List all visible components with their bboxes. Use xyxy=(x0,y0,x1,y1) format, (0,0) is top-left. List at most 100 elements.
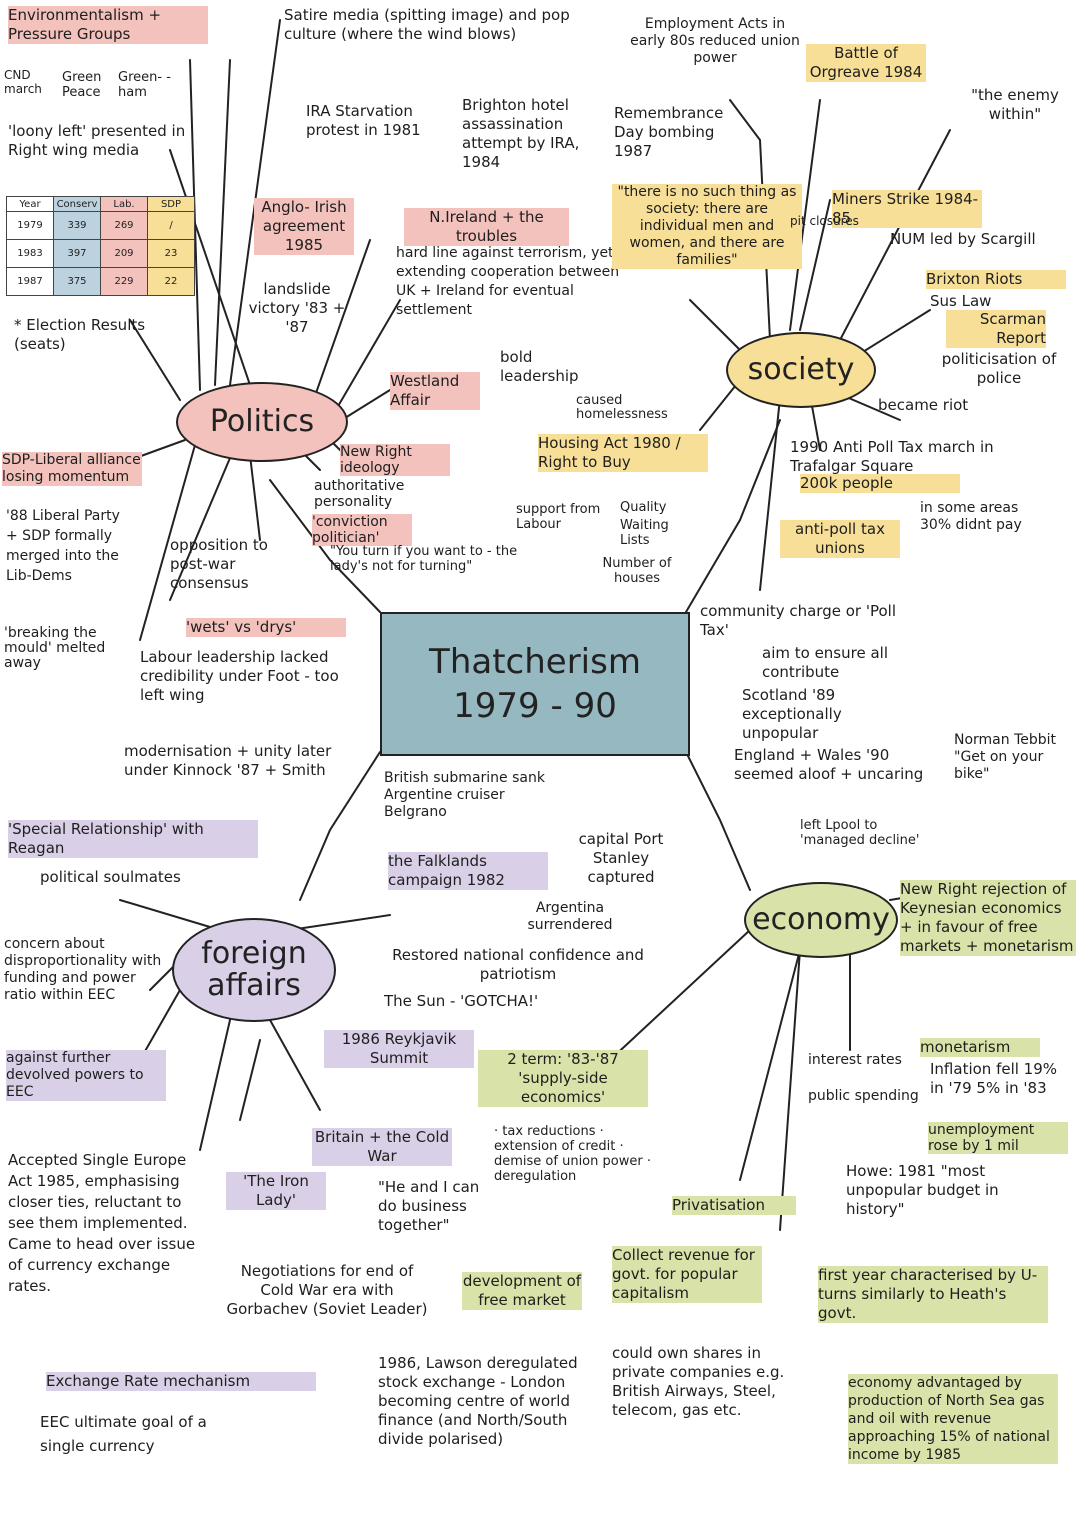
note-gotcha: The Sun - 'GOTCHA!' xyxy=(384,992,539,1010)
note-waiting-lists: Waiting Lists xyxy=(620,518,669,548)
note-n-ireland-detail: hard line against terrorism, yet extendi… xyxy=(396,245,620,318)
note-falklands: the Falklands campaign 1982 xyxy=(388,852,548,890)
note-num: NUM led by Scargill xyxy=(890,230,1036,248)
note-second-term: 2 term: '83-'87 'supply-side economics' xyxy=(478,1050,648,1107)
note-iron-lady: 'The Iron Lady' xyxy=(226,1172,326,1210)
link-central-foreign xyxy=(299,751,381,901)
note-sdp-liberal: SDP-Liberal alliance losing momentum xyxy=(2,452,142,486)
note-miners-strike: Miners Strike 1984-85 xyxy=(832,190,982,228)
note-community-charge: community charge or 'Poll Tax' xyxy=(700,602,896,639)
note-new-right-econ: New Right rejection of Keynesian economi… xyxy=(900,880,1076,956)
note-negotiations: Negotiations for end of Cold War era wit… xyxy=(226,1262,428,1318)
table-cell: 229 xyxy=(100,267,148,296)
note-howe: Howe: 1981 "most unpopular budget in his… xyxy=(846,1162,999,1218)
link-central-society xyxy=(685,419,781,613)
note-unemployment: unemployment rose by 1 mil xyxy=(928,1122,1068,1154)
note-not-for-turning: "You turn if you want to - the lady's no… xyxy=(330,544,518,574)
link-central-economy xyxy=(685,751,751,891)
note-public-spending: public spending xyxy=(808,1088,919,1104)
note-green-peace: Green Peace xyxy=(62,70,102,100)
note-labour-leadership: Labour leadership lacked credibility und… xyxy=(140,648,339,704)
note-30pct: in some areas 30% didnt pay xyxy=(920,500,1022,533)
note-landslide: landslide victory '83 + '87 xyxy=(248,280,346,336)
table-header-row: Year Conserv Lab. SDP xyxy=(6,196,195,212)
note-business: "He and I can do business together" xyxy=(378,1178,480,1234)
note-aim: aim to ensure all contribute xyxy=(762,644,888,681)
note-enemy-within: "the enemy within" xyxy=(971,86,1059,123)
table-cell: 397 xyxy=(53,239,101,268)
election-caption: * Election Results (seats) xyxy=(14,316,146,353)
note-collect-revenue: Collect revenue for govt. for popular ca… xyxy=(612,1246,762,1303)
link-central-politics xyxy=(269,479,381,613)
note-modernisation: modernisation + unity later under Kinnoc… xyxy=(124,742,332,779)
note-u-turns: first year characterised by U-turns simi… xyxy=(818,1266,1048,1323)
economy-label: economy xyxy=(752,902,890,937)
note-n-ireland: N.Ireland + the troubles xyxy=(404,208,569,246)
note-greenham: Green- -ham xyxy=(118,70,171,100)
note-anti-poll-unions: anti-poll tax unions xyxy=(780,520,900,558)
table-cell: 1987 xyxy=(6,267,54,296)
note-confidence: Restored national confidence and patriot… xyxy=(392,946,644,983)
note-lawson: 1986, Lawson deregulated stock exchange … xyxy=(378,1354,578,1448)
note-homelessness: caused homelessness xyxy=(576,393,668,422)
society-label: society xyxy=(747,352,855,387)
node-foreign-affairs: foreign affairs xyxy=(172,918,336,1022)
table-cell: / xyxy=(147,211,195,240)
note-satire: Satire media (spitting image) and pop cu… xyxy=(284,6,570,43)
note-belgrano: British submarine sank Argentine cruiser… xyxy=(384,770,545,820)
note-conviction: 'conviction politician' xyxy=(312,514,412,546)
note-support-labour: support from Labour xyxy=(516,502,601,532)
table-cell: 1979 xyxy=(6,211,54,240)
note-england-wales: England + Wales '90 seemed aloof + uncar… xyxy=(734,746,924,783)
note-anglo-irish: Anglo- Irish agreement 1985 xyxy=(254,198,354,255)
note-pit-closures: pit closures xyxy=(790,214,859,228)
note-scarman: Scarman Report xyxy=(946,310,1046,348)
note-supply-list: · tax reductions · extension of credit ·… xyxy=(494,1124,651,1184)
note-stanley: capital Port Stanley captured xyxy=(578,830,664,886)
table-cell: 209 xyxy=(100,239,148,268)
note-no-such-thing: "there is no such thing as society: ther… xyxy=(612,184,802,269)
note-free-market: development of free market xyxy=(462,1272,582,1310)
node-politics: Politics xyxy=(176,382,348,462)
note-quality: Quality xyxy=(620,500,667,515)
table-header: Lab. xyxy=(100,196,148,212)
note-reykjavik: 1986 Reykjavik Summit xyxy=(324,1030,474,1068)
note-argentina: Argentina surrendered xyxy=(527,900,613,933)
table-header: Year xyxy=(6,196,54,212)
note-cnd: CND march xyxy=(4,68,42,96)
table-cell: 375 xyxy=(53,267,101,296)
table-cell: 1983 xyxy=(6,239,54,268)
note-200k: 200k people xyxy=(800,474,960,493)
note-soulmates: political soulmates xyxy=(40,868,181,886)
note-north-sea: economy advantaged by production of Nort… xyxy=(848,1374,1058,1464)
table-cell: 23 xyxy=(147,239,195,268)
note-employment-acts: Employment Acts in early 80s reduced uni… xyxy=(630,16,800,66)
node-society: society xyxy=(726,332,876,408)
election-results-table: Year Conserv Lab. SDP 1979 339 269 / 198… xyxy=(6,196,195,296)
note-against-devolved: against further devolved powers to EEC xyxy=(6,1050,166,1101)
note-ira-starvation: IRA Starvation protest in 1981 xyxy=(306,102,421,139)
note-sus-law: Sus Law xyxy=(930,292,992,310)
note-new-right: New Right ideology xyxy=(340,444,450,476)
table-cell: 339 xyxy=(53,211,101,240)
note-single-europe: Accepted Single Europe Act 1985, emphasi… xyxy=(8,1151,196,1295)
table-header: SDP xyxy=(147,196,195,212)
central-topic: Thatcherism 1979 - 90 xyxy=(380,612,690,756)
note-concern-eec: concern about disproportionality with fu… xyxy=(4,936,162,1003)
table-cell: 22 xyxy=(147,267,195,296)
node-economy: economy xyxy=(744,882,898,958)
note-opposition: opposition to post-war consensus xyxy=(170,536,268,592)
note-special-relationship: 'Special Relationship' with Reagan xyxy=(8,820,258,858)
note-privatisation: Privatisation xyxy=(672,1196,796,1215)
note-authoritative: authoritative personality xyxy=(314,478,405,510)
note-scotland: Scotland '89 exceptionally unpopular xyxy=(742,686,842,742)
note-politicisation: politicisation of police xyxy=(941,350,1057,387)
note-remembrance: Remembrance Day bombing 1987 xyxy=(614,104,724,160)
note-westland: Westland Affair xyxy=(390,372,480,410)
foreign-label: foreign affairs xyxy=(201,936,307,1003)
note-brighton: Brighton hotel assassination attempt by … xyxy=(462,96,580,171)
note-interest: interest rates xyxy=(808,1052,902,1068)
note-eec-goal: EEC ultimate goal of a single currency xyxy=(40,1413,207,1455)
table-row: 1987 375 229 22 xyxy=(6,267,195,296)
note-housing-act: Housing Act 1980 / Right to Buy xyxy=(538,434,708,472)
